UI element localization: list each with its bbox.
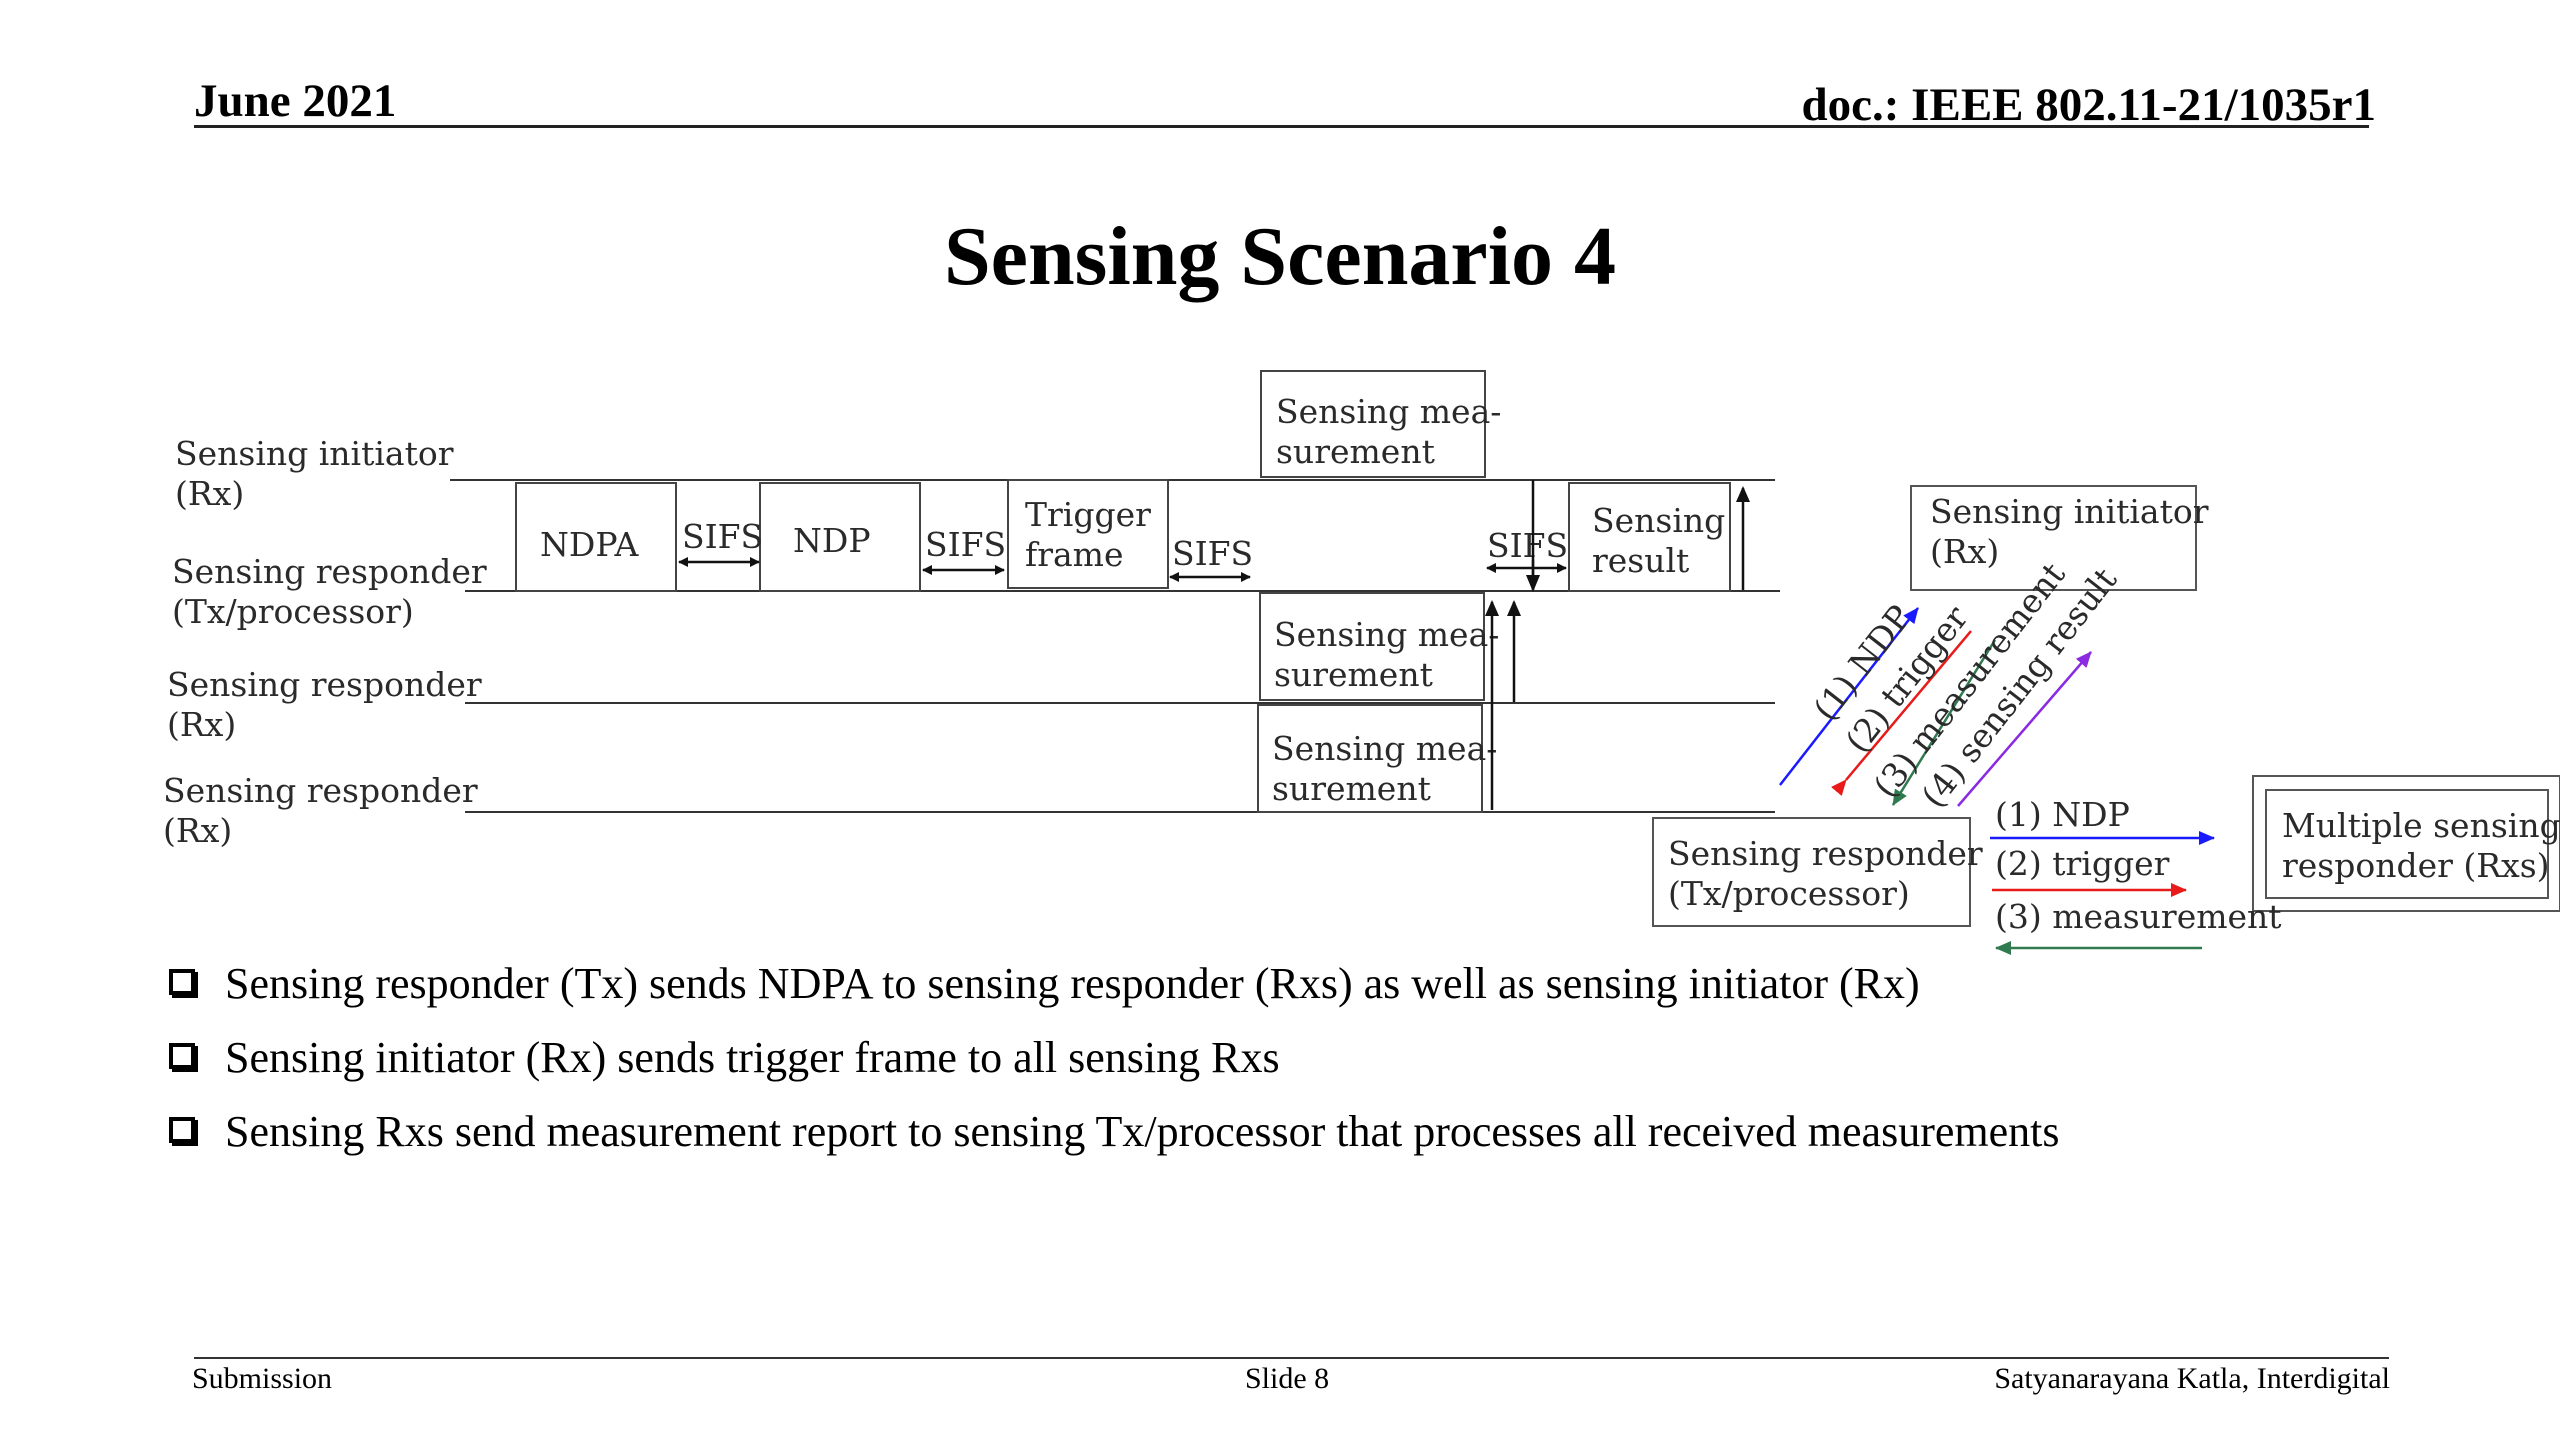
header-date: June 2021 bbox=[194, 75, 397, 127]
flow-h-label-measurement: (3) measurement bbox=[1995, 897, 2282, 936]
sifs-label-4: SIFS bbox=[1487, 526, 1568, 565]
ndpa-box bbox=[515, 482, 677, 592]
flow-h-label-ndp: (1) NDP bbox=[1995, 795, 2130, 834]
flow-rxs-inner-box bbox=[2265, 789, 2549, 899]
bullet-list: Sensing responder (Tx) sends NDPA to sen… bbox=[165, 955, 2465, 1177]
sifs-down-arrow-head bbox=[1526, 575, 1540, 592]
flow-tx-box bbox=[1652, 817, 1971, 927]
ndp-box bbox=[759, 482, 921, 592]
rx1-measurement-box bbox=[1257, 704, 1483, 813]
bullet-item: Sensing Rxs send measurement report to s… bbox=[165, 1103, 2465, 1161]
flow-initiator-box bbox=[1910, 485, 2197, 591]
trigger-frame-box bbox=[1007, 479, 1169, 589]
flow-ndp-arrow-to-initiator bbox=[1779, 607, 1919, 786]
bullet-text: Sensing initiator (Rx) sends trigger fra… bbox=[225, 1033, 1280, 1082]
footer-submission: Submission bbox=[192, 1362, 333, 1395]
flow-measurement-arrow-to-tx bbox=[1891, 639, 1997, 806]
row-label-rx-1: Sensing responder(Rx) bbox=[167, 665, 482, 744]
flow-trigger-arrow-initiator bbox=[1830, 630, 1972, 796]
sifs-label-2: SIFS bbox=[925, 525, 1006, 564]
tx-measurement-box bbox=[1259, 592, 1485, 701]
footer-rule bbox=[194, 1357, 2389, 1359]
row-label-rx-2: Sensing responder(Rx) bbox=[163, 771, 478, 850]
sensing-result-box bbox=[1568, 482, 1731, 592]
ndpa-label: NDPA bbox=[540, 525, 640, 564]
flow-tx-label: Sensing responder(Tx/processor) bbox=[1668, 834, 1983, 913]
bullet-text: Sensing responder (Tx) sends NDPA to sen… bbox=[225, 959, 1920, 1008]
checkbox-bullet-icon bbox=[169, 1043, 195, 1069]
sifs-label-3: SIFS bbox=[1172, 534, 1253, 573]
flow-result-arrow-to-initiator bbox=[1957, 651, 2092, 807]
row-label-initiator: Sensing initiator(Rx) bbox=[175, 434, 454, 513]
checkbox-bullet-icon bbox=[169, 1117, 195, 1143]
row-label-tx-processor: Sensing responder(Tx/processor) bbox=[172, 552, 487, 631]
header-doc-id: doc.: IEEE 802.11-21/1035r1 bbox=[1801, 79, 2376, 131]
bullet-text: Sensing Rxs send measurement report to s… bbox=[225, 1107, 2060, 1156]
flow-h-label-trigger: (2) trigger bbox=[1995, 844, 2170, 883]
header-rule bbox=[194, 125, 2369, 128]
initiator-measurement-box bbox=[1260, 370, 1486, 478]
checkbox-bullet-icon bbox=[169, 969, 195, 995]
sifs-label-1: SIFS bbox=[682, 517, 763, 556]
sensing-diagram: Sensing initiator(Rx) Sensing responder(… bbox=[163, 370, 2560, 955]
tx-measurement-label: Sensing mea-surement bbox=[1274, 615, 1499, 694]
slide-title: Sensing Scenario 4 bbox=[943, 210, 1617, 303]
rx1-measurement-label: Sensing mea-surement bbox=[1272, 729, 1497, 808]
initiator-measurement-label: Sensing mea-surement bbox=[1276, 392, 1501, 471]
flow-initiator-label: Sensing initiator(Rx) bbox=[1930, 492, 2209, 571]
footer-slide-number: Slide 8 bbox=[1245, 1362, 1330, 1395]
ndp-label: NDP bbox=[793, 521, 871, 560]
bullet-item: Sensing initiator (Rx) sends trigger fra… bbox=[165, 1029, 2465, 1087]
footer-author: Satyanarayana Katla, Interdigital bbox=[1994, 1362, 2390, 1395]
bullet-item: Sensing responder (Tx) sends NDPA to sen… bbox=[165, 955, 2465, 1013]
